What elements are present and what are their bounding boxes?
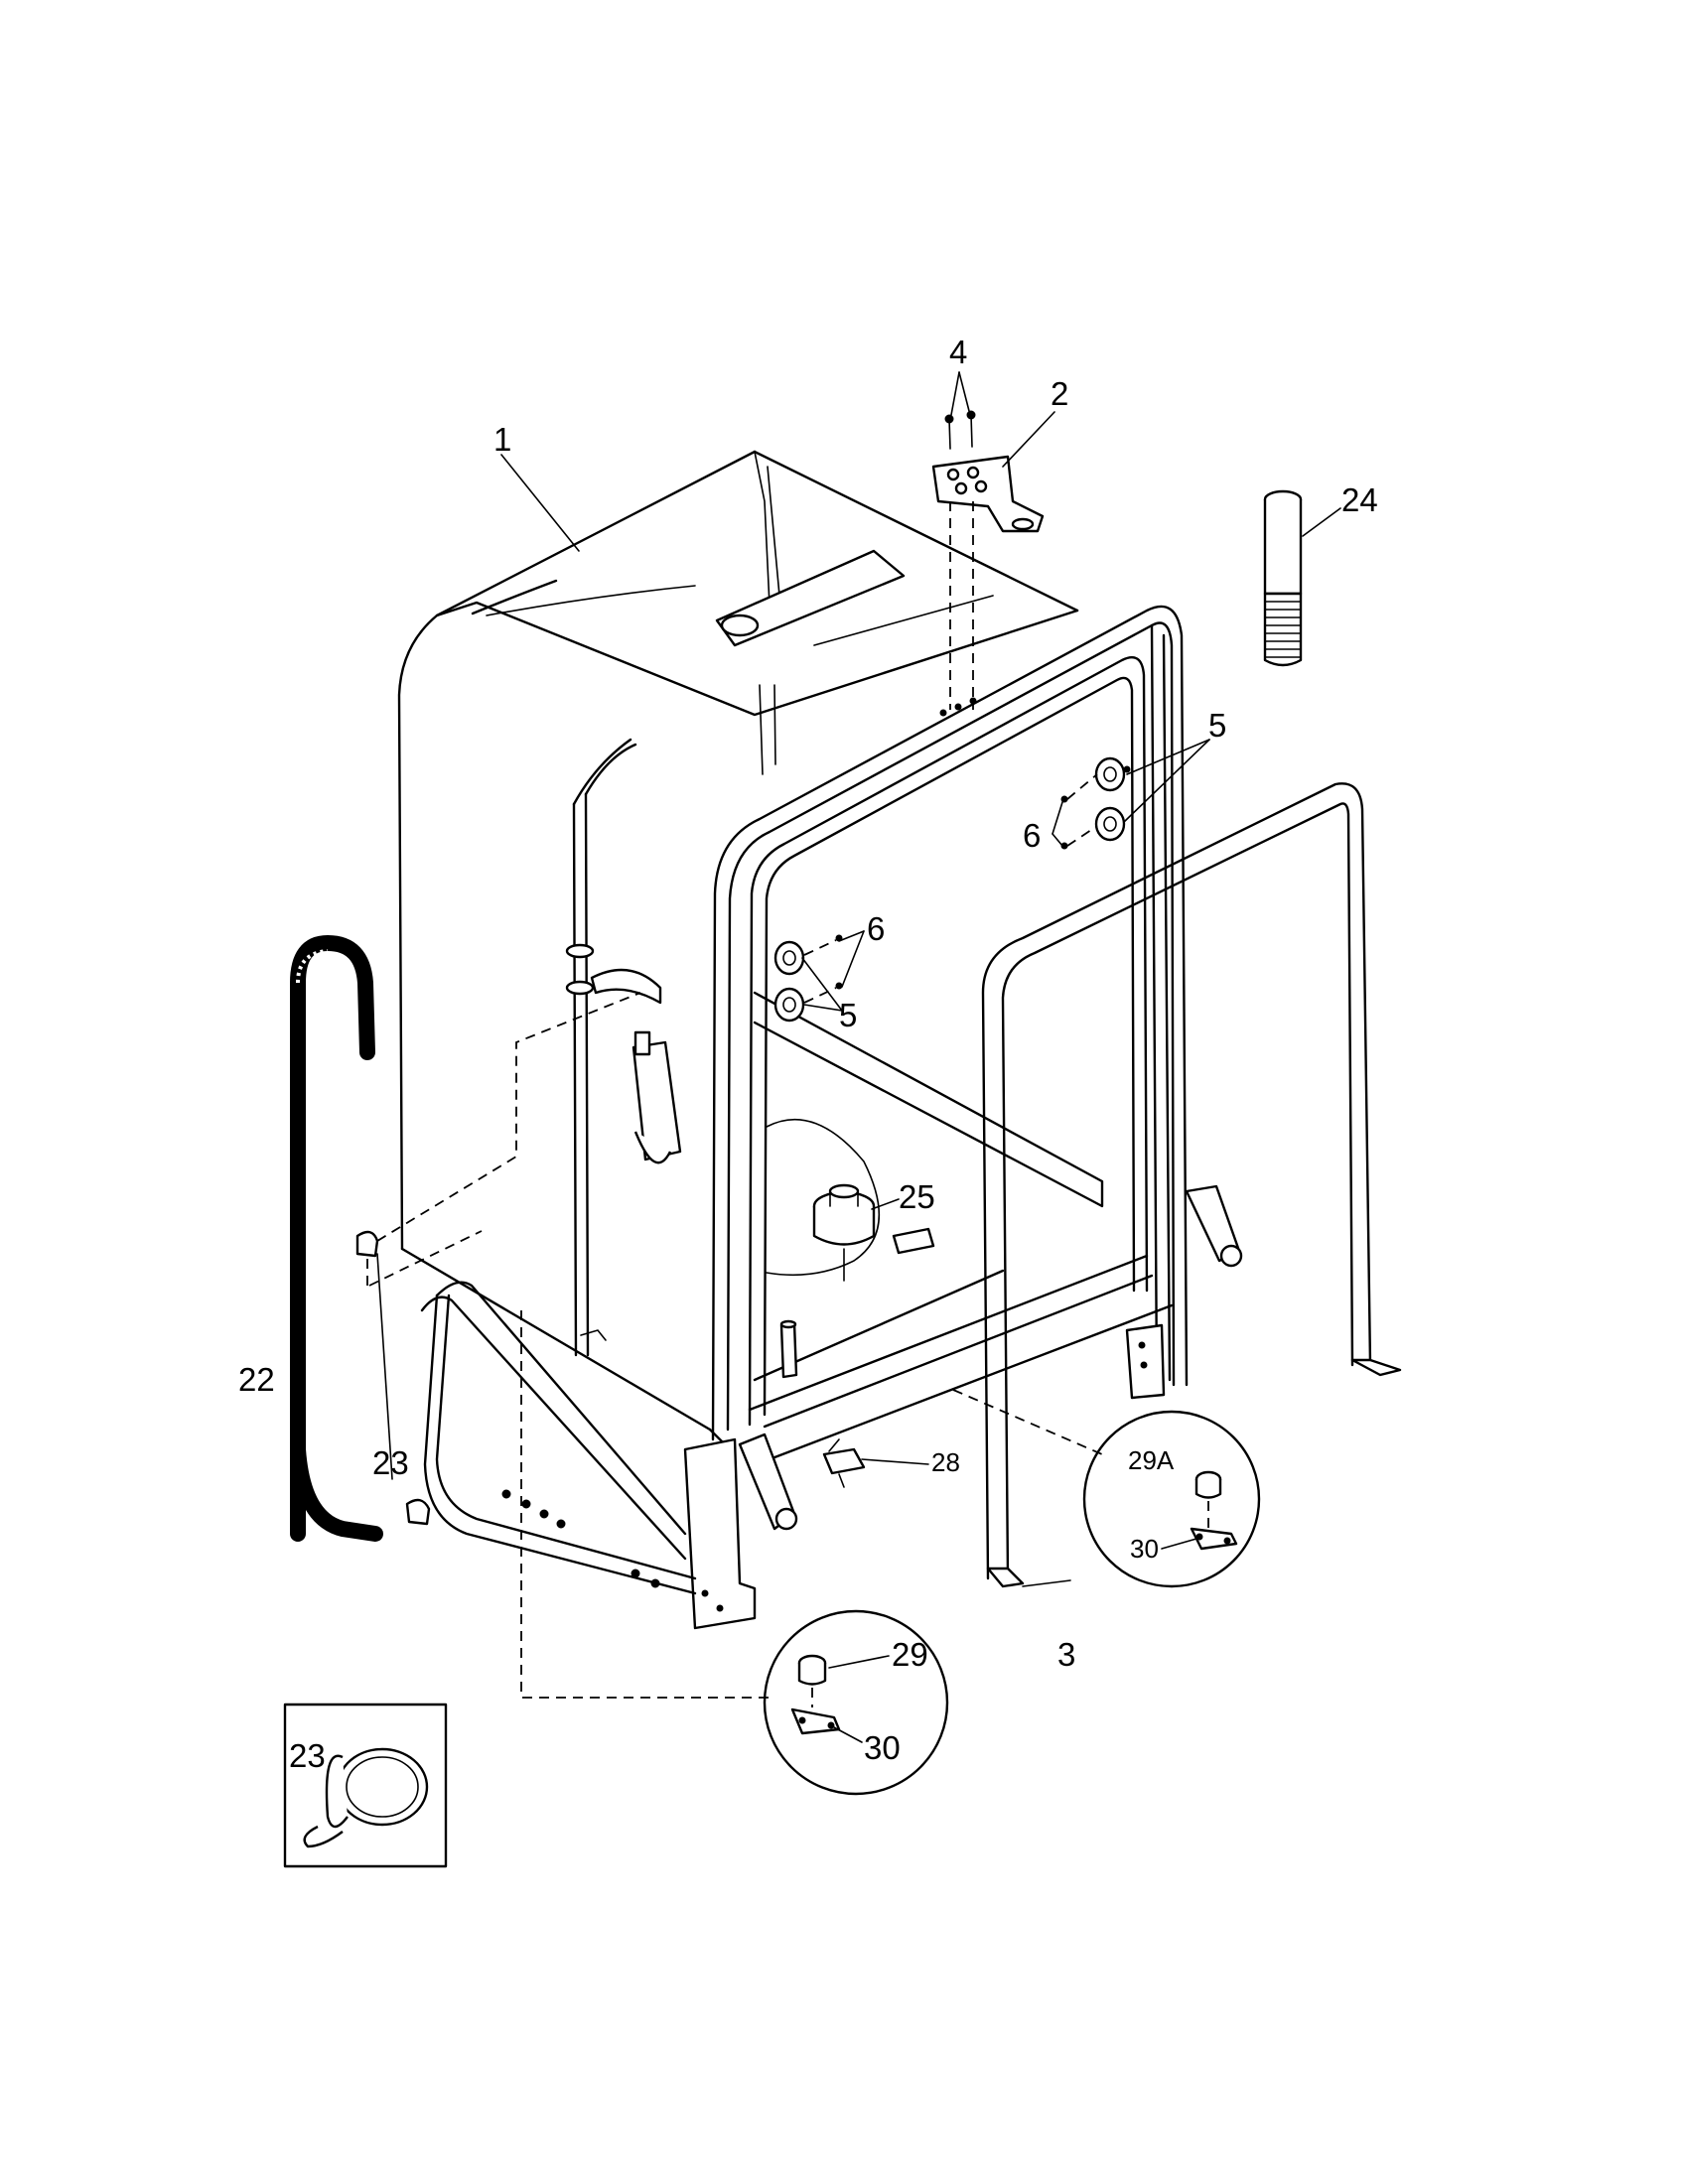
- rollers: [773, 756, 1131, 1023]
- label-4: 4: [949, 334, 967, 370]
- label-23: 23: [372, 1444, 409, 1481]
- float-assembly: [766, 1118, 935, 1379]
- label-28: 28: [931, 1447, 960, 1477]
- clamp-detail-box: [283, 1703, 448, 1868]
- detail-circle-29a: [1082, 1410, 1261, 1588]
- label-22: 22: [238, 1361, 275, 1398]
- label-30-lower: 30: [864, 1729, 901, 1766]
- label-3: 3: [1057, 1636, 1075, 1673]
- label-6-right: 6: [1023, 817, 1041, 854]
- door-switch: [822, 1438, 866, 1488]
- tub-outline: [397, 450, 1079, 1456]
- label-23-detail: 23: [289, 1737, 326, 1774]
- label-29a: 29A: [1128, 1445, 1175, 1475]
- label-25: 25: [899, 1178, 935, 1215]
- label-6-left: 6: [867, 910, 885, 947]
- label-1: 1: [493, 421, 511, 458]
- label-2: 2: [1051, 375, 1068, 412]
- callout-labels: 1 2 4 24 5 6 6 5 25 22 23 28 29A 30 3 29…: [238, 334, 1378, 1774]
- mounting-bracket: [931, 410, 1045, 710]
- door-gasket: [981, 782, 1402, 1588]
- detail-circle-29: [763, 1609, 949, 1796]
- label-29: 29: [892, 1636, 928, 1673]
- label-30-upper: 30: [1130, 1534, 1159, 1564]
- fill-tube: [1263, 489, 1303, 667]
- leader-lines: [297, 371, 1341, 1587]
- label-5-left: 5: [839, 997, 857, 1033]
- label-24: 24: [1341, 481, 1378, 518]
- drain-hose: [290, 934, 1103, 1699]
- door-frame: [420, 605, 1243, 1630]
- label-5-right: 5: [1208, 707, 1226, 744]
